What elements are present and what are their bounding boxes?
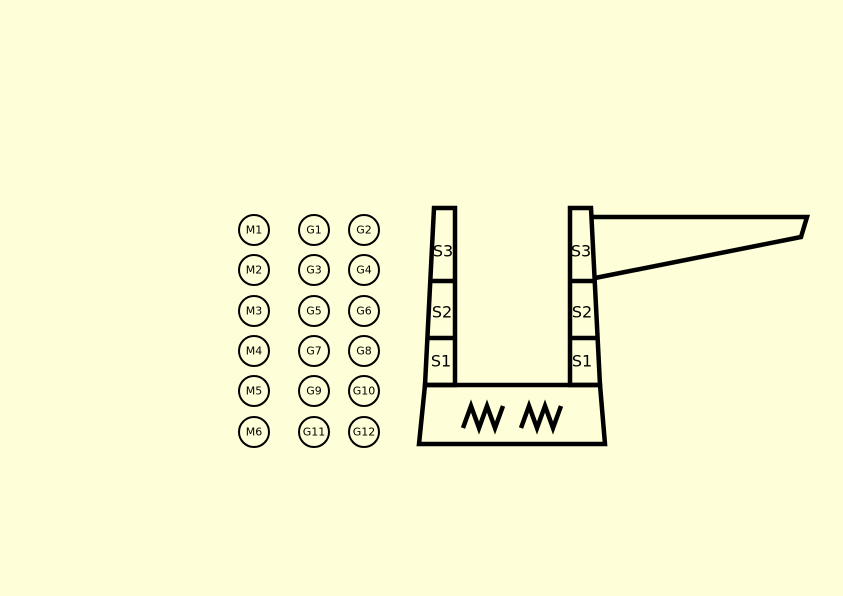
marker-m2[interactable]: M2	[238, 254, 270, 286]
marker-m6[interactable]: M6	[238, 416, 270, 448]
marker-grid: M1 M2 M3 M4 M5 M6 G1 G3 G5 G7 G9 G11 G2 …	[238, 214, 380, 448]
left-column-body	[422, 205, 458, 388]
marker-label: G5	[306, 305, 322, 318]
marker-label: M5	[246, 385, 263, 398]
left-column: S3 S2 S1	[422, 205, 458, 388]
marker-g11[interactable]: G11	[298, 416, 330, 448]
heating-element-icon	[460, 399, 564, 435]
marker-g3[interactable]: G3	[298, 254, 330, 286]
heater-coil-left	[460, 399, 506, 435]
marker-m5[interactable]: M5	[238, 375, 270, 407]
marker-label: G3	[306, 264, 322, 277]
left-shelf-s2-label: S2	[432, 303, 452, 322]
left-shelf-s3-label: S3	[433, 242, 453, 261]
marker-column-g-left: G1 G3 G5 G7 G9 G11	[298, 214, 330, 448]
left-shelf-s1-label: S1	[431, 352, 451, 371]
marker-label: G2	[356, 224, 372, 237]
apparatus: S3 S2 S1 S3 S2 S1	[416, 205, 811, 447]
heater-coil-right	[518, 399, 564, 435]
marker-column-g-right: G2 G4 G6 G8 G10 G12	[348, 214, 380, 448]
marker-m1[interactable]: M1	[238, 214, 270, 246]
marker-column-m: M1 M2 M3 M4 M5 M6	[238, 214, 270, 448]
apparatus-base	[416, 382, 608, 447]
marker-g10[interactable]: G10	[348, 375, 380, 407]
marker-g5[interactable]: G5	[298, 295, 330, 327]
right-shelf-s3-label: S3	[571, 242, 591, 261]
marker-label: G12	[353, 426, 376, 439]
marker-g7[interactable]: G7	[298, 335, 330, 367]
marker-g8[interactable]: G8	[348, 335, 380, 367]
marker-label: G8	[356, 345, 372, 358]
marker-label: G7	[306, 345, 322, 358]
marker-label: G10	[353, 385, 376, 398]
marker-g1[interactable]: G1	[298, 214, 330, 246]
right-column-body	[567, 205, 603, 388]
marker-m4[interactable]: M4	[238, 335, 270, 367]
marker-label: G9	[306, 385, 322, 398]
marker-g9[interactable]: G9	[298, 375, 330, 407]
marker-label: G11	[303, 426, 326, 439]
marker-label: G1	[306, 224, 322, 237]
right-shelf-s2-label: S2	[572, 303, 592, 322]
right-shelf-s1-label: S1	[572, 352, 592, 371]
right-column: S3 S2 S1	[567, 205, 603, 388]
outlet-pipe	[591, 214, 811, 281]
marker-m3[interactable]: M3	[238, 295, 270, 327]
marker-label: M1	[246, 224, 263, 237]
marker-label: G4	[356, 264, 372, 277]
marker-g6[interactable]: G6	[348, 295, 380, 327]
marker-label: M6	[246, 426, 263, 439]
marker-label: M3	[246, 305, 263, 318]
marker-label: M2	[246, 264, 263, 277]
marker-g2[interactable]: G2	[348, 214, 380, 246]
marker-g12[interactable]: G12	[348, 416, 380, 448]
marker-g4[interactable]: G4	[348, 254, 380, 286]
marker-label: M4	[246, 345, 263, 358]
marker-label: G6	[356, 305, 372, 318]
